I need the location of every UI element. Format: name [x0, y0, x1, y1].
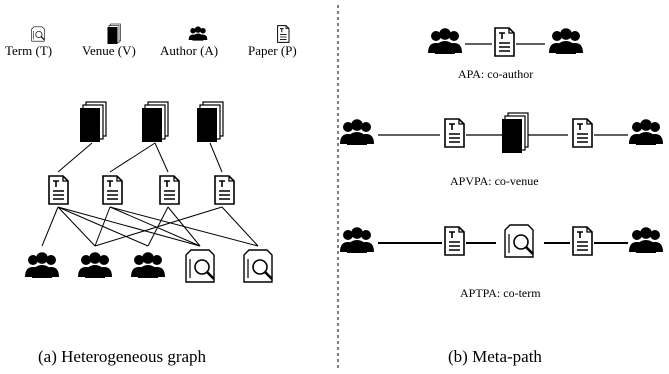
- legend-author-label: Author (A): [160, 43, 218, 58]
- author-node-icon: [25, 252, 59, 278]
- author-icon: [629, 227, 663, 253]
- paper-icon: [444, 226, 465, 256]
- author-node-icon: [131, 252, 165, 278]
- caption-right: (b) Meta-path: [448, 347, 542, 366]
- graph-edges: [41, 142, 259, 247]
- paper-node-icon: [214, 175, 235, 205]
- meta-path-apa: APA: co-author: [428, 27, 583, 81]
- author-icon: [549, 28, 583, 54]
- author-icon: [340, 227, 374, 253]
- term-node-icon: [242, 248, 274, 284]
- paper-icon: [572, 226, 593, 256]
- meta-path-label: APVPA: co-venue: [450, 174, 539, 188]
- term-icon: [503, 223, 535, 259]
- paper-node-icon: [102, 175, 123, 205]
- legend-venue-label: Venue (V): [82, 43, 136, 58]
- meta-path-aptpa: APTPA: co-term: [340, 223, 663, 300]
- graph-author-term-nodes: [25, 248, 274, 284]
- venue-icon: [107, 23, 121, 45]
- venue-node-icon: [79, 101, 107, 143]
- meta-path-label: APTPA: co-term: [460, 286, 541, 300]
- paper-node-icon: [159, 175, 180, 205]
- term-node-icon: [184, 248, 216, 284]
- author-icon: [188, 26, 208, 41]
- paper-icon: [444, 118, 465, 148]
- graph-paper-nodes: [48, 175, 235, 205]
- venue-icon: [501, 112, 529, 154]
- venue-node-icon: [141, 101, 169, 143]
- graph-venue-nodes: [79, 101, 224, 143]
- author-node-icon: [78, 252, 112, 278]
- author-icon: [629, 119, 663, 145]
- term-icon: [31, 26, 45, 42]
- meta-path-label: APA: co-author: [458, 67, 533, 81]
- author-icon: [428, 28, 462, 54]
- caption-left: (a) Heterogeneous graph: [38, 347, 207, 366]
- legend-paper-label: Paper (P): [248, 43, 297, 58]
- meta-path-apvpa: APVPA: co-venue: [340, 112, 663, 188]
- venue-node-icon: [196, 101, 224, 143]
- paper-icon: [572, 118, 593, 148]
- legend: Term (T) Venue (V) Author (A) Paper (P): [5, 23, 297, 58]
- legend-term-label: Term (T): [5, 43, 52, 58]
- author-icon: [340, 119, 374, 145]
- paper-node-icon: [48, 175, 69, 205]
- paper-icon: [277, 25, 290, 43]
- paper-icon: [494, 27, 515, 57]
